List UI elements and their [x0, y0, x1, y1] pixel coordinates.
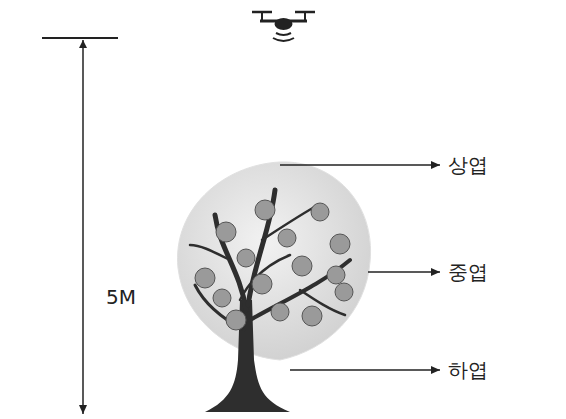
fruit	[195, 200, 353, 330]
part-label: 상엽	[448, 153, 488, 177]
drone-icon	[252, 12, 315, 41]
leader-arrow	[290, 369, 440, 371]
height-arrow	[82, 40, 84, 414]
tree-trunk	[190, 190, 350, 412]
top-line	[42, 37, 118, 39]
part-label: 하엽	[448, 358, 488, 382]
part-label: 중엽	[448, 260, 488, 284]
leader-arrow	[280, 164, 440, 166]
tree-canopy	[178, 162, 371, 360]
dimension-label: 5M	[106, 285, 136, 309]
leader-arrow	[368, 271, 440, 273]
